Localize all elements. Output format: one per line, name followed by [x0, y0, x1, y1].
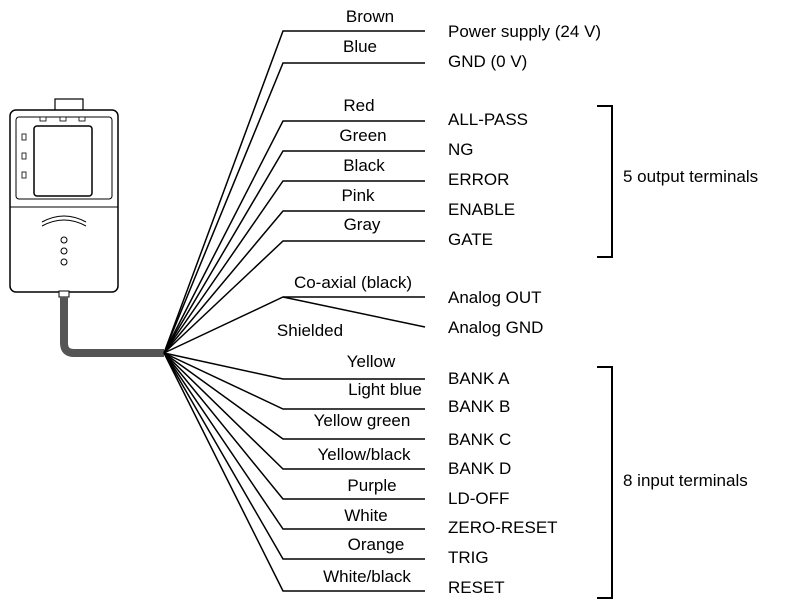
wire-blue	[163, 62, 425, 354]
wire-color-green: Green	[339, 126, 386, 145]
indicator-hole-2	[60, 247, 68, 255]
wire-gray	[163, 240, 425, 354]
wire-purple	[163, 352, 425, 500]
input-group-bracket	[597, 366, 613, 599]
controller-top-tab	[54, 98, 84, 112]
wire-color-yellow: Yellow	[347, 352, 396, 371]
terminal-bank-d: BANK D	[448, 459, 511, 478]
wire-yellow-black	[163, 352, 425, 470]
side-led-3	[21, 171, 27, 179]
terminal-trig: TRIG	[448, 548, 489, 567]
status-led-3	[78, 116, 86, 122]
terminal-bank-b: BANK B	[448, 397, 510, 416]
wire-red	[163, 120, 425, 354]
indicator-hole-3	[60, 258, 68, 266]
wire-color-blue: Blue	[343, 37, 377, 56]
wire-color-black: Black	[343, 156, 385, 175]
wire-color-pink: Pink	[341, 186, 375, 205]
wire-black	[163, 180, 425, 354]
terminal-gate: GATE	[448, 230, 493, 249]
wire-green	[163, 150, 425, 354]
wire-color-red: Red	[343, 96, 374, 115]
terminal-analog-gnd: Analog GND	[448, 318, 543, 337]
side-led-2	[21, 152, 27, 160]
wire-color-light-blue: Light blue	[348, 380, 422, 399]
terminal-zero-reset: ZERO-RESET	[448, 518, 558, 537]
wire-color-purple: Purple	[347, 476, 396, 495]
status-led-2	[59, 116, 67, 122]
wire-color-yellow-green: Yellow green	[314, 411, 411, 430]
wire-color-coaxial: Co-axial (black)	[294, 273, 412, 292]
wire-color-white: White	[344, 506, 387, 525]
wire-brown	[163, 30, 425, 354]
terminal-reset: RESET	[448, 578, 505, 597]
side-led-1	[21, 133, 27, 141]
wire-color-yellow-black: Yellow/black	[318, 445, 411, 464]
wire-color-white-black: White/black	[323, 567, 411, 586]
cover-arc-1	[41, 215, 87, 223]
wire-yellow	[163, 352, 425, 380]
terminal-power-supply: Power supply (24 V)	[448, 22, 601, 41]
wire-orange	[163, 352, 425, 560]
input-group-label: 8 input terminals	[623, 471, 748, 490]
wire-color-gray: Gray	[344, 215, 381, 234]
wire-shielded	[282, 296, 426, 328]
wire-white-black	[163, 352, 425, 592]
main-cable	[60, 297, 164, 357]
cover-arc-2	[41, 219, 87, 227]
wire-color-labels: Brown Blue Red Green Black Pink Gray Co-…	[277, 7, 422, 586]
wire-fan	[163, 30, 426, 592]
wire-color-brown: Brown	[346, 7, 394, 26]
terminal-labels: Power supply (24 V) GND (0 V) ALL-PASS N…	[448, 22, 601, 597]
terminal-enable: ENABLE	[448, 200, 515, 219]
status-led-1	[39, 116, 47, 122]
wire-yellow-green	[163, 352, 425, 440]
terminal-error: ERROR	[448, 170, 509, 189]
controller-unit	[9, 98, 119, 298]
output-group-label: 5 output terminals	[623, 167, 758, 186]
wire-color-shielded: Shielded	[277, 321, 343, 340]
terminal-bank-c: BANK C	[448, 430, 511, 449]
indicator-hole-1	[60, 236, 68, 244]
terminal-all-pass: ALL-PASS	[448, 110, 528, 129]
wire-color-orange: Orange	[348, 535, 405, 554]
terminal-ld-off: LD-OFF	[448, 489, 509, 508]
terminal-ng: NG	[448, 140, 474, 159]
output-group-bracket	[597, 105, 613, 258]
terminal-analog-out: Analog OUT	[448, 288, 542, 307]
wire-white	[163, 352, 425, 530]
wire-light-blue	[163, 352, 425, 410]
controller-display-screen	[33, 125, 93, 197]
wire-pink	[163, 210, 425, 354]
terminal-bank-a: BANK A	[448, 369, 510, 388]
cable-gland	[58, 290, 70, 298]
terminal-gnd: GND (0 V)	[448, 52, 527, 71]
